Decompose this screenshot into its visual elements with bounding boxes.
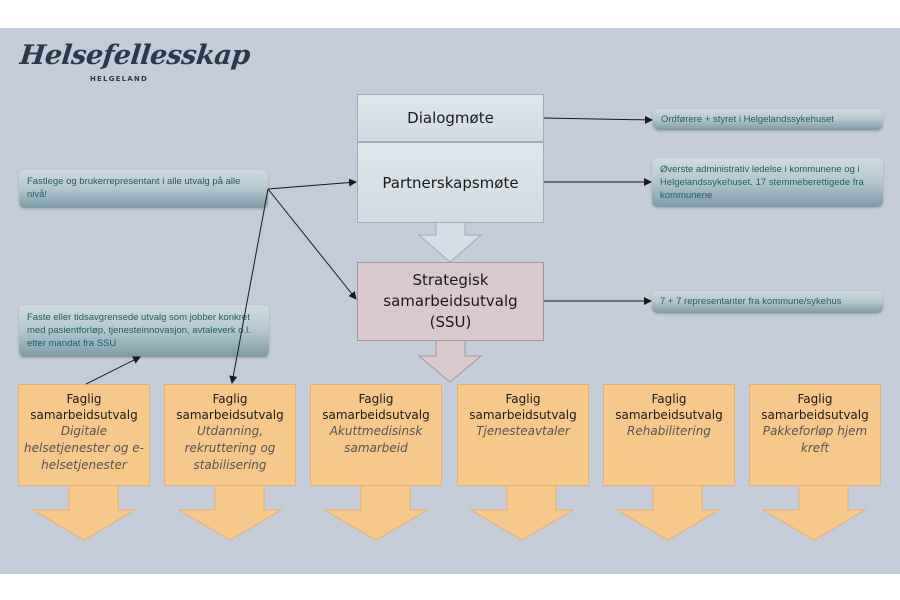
fsu-title-line1: Faglig xyxy=(66,392,102,406)
fsu-topic: Akuttmedisinsk samarbeid xyxy=(329,424,423,455)
dialogmote-box: Dialogmøte xyxy=(357,94,544,142)
partnerskapsmote-box: Partnerskapsmøte xyxy=(357,142,544,223)
fsu-topic: Rehabilitering xyxy=(627,424,711,438)
fsu-title-line2: samarbeidsutvalg xyxy=(469,408,577,422)
fsu-box-digitale: Faglig samarbeidsutvalg Digitale helsetj… xyxy=(18,384,150,486)
ssu-label-line3: (SSU) xyxy=(429,313,472,331)
fsu-topic: Pakkeforløp hjem kreft xyxy=(762,424,868,455)
logo-wordmark: Helsefellesskap xyxy=(18,40,252,71)
ssu-label-line2: samarbeidsutvalg xyxy=(383,292,518,310)
fsu-box-rehabilitering: Faglig samarbeidsutvalg Rehabilitering xyxy=(603,384,735,486)
fsu-title-line2: samarbeidsutvalg xyxy=(615,408,723,422)
fsu-title-line1: Faglig xyxy=(505,392,541,406)
note-ssu-members: 7 + 7 representanter fra kommune/sykehus xyxy=(652,291,883,313)
dialogmote-label: Dialogmøte xyxy=(407,109,494,127)
fsu-topic: Utdanning, rekruttering og stabilisering xyxy=(184,424,276,472)
fsu-title-line2: samarbeidsutvalg xyxy=(176,408,284,422)
ssu-box: Strategisk samarbeidsutvalg (SSU) xyxy=(357,262,544,341)
fsu-box-tjenesteavtaler: Faglig samarbeidsutvalg Tjenesteavtaler xyxy=(457,384,589,486)
note-dialogmote-members: Ordførere + styret i Helgelandssykehuset xyxy=(653,109,883,130)
note-fsu-description: Faste eller tidsavgrensede utvalg som jo… xyxy=(19,305,269,357)
note-partnerskapsmote-members: Øverste administrativ ledelse i kommunen… xyxy=(652,158,883,207)
logo-region: HELGELAND xyxy=(90,75,148,83)
fsu-box-pakkeforlop: Faglig samarbeidsutvalg Pakkeforløp hjem… xyxy=(749,384,881,486)
fsu-title-line1: Faglig xyxy=(797,392,833,406)
fsu-box-akuttmedisinsk: Faglig samarbeidsutvalg Akuttmedisinsk s… xyxy=(310,384,442,486)
partnerskapsmote-label: Partnerskapsmøte xyxy=(382,173,519,192)
fsu-title-line2: samarbeidsutvalg xyxy=(30,408,138,422)
fsu-title-line1: Faglig xyxy=(651,392,687,406)
note-fastlege: Fastlege og brukerrepresentant i alle ut… xyxy=(19,170,268,208)
fsu-box-utdanning: Faglig samarbeidsutvalg Utdanning, rekru… xyxy=(164,384,296,486)
fsu-topic: Digitale helsetjenester og e-helsetjenes… xyxy=(24,424,144,472)
fsu-title-line2: samarbeidsutvalg xyxy=(761,408,869,422)
fsu-topic: Tjenesteavtaler xyxy=(476,424,570,438)
logo: Helsefellesskap HELGELAND xyxy=(18,40,251,110)
ssu-label-line1: Strategisk xyxy=(412,271,489,289)
fsu-title-line2: samarbeidsutvalg xyxy=(322,408,430,422)
fsu-title-line1: Faglig xyxy=(212,392,248,406)
fsu-title-line1: Faglig xyxy=(358,392,394,406)
